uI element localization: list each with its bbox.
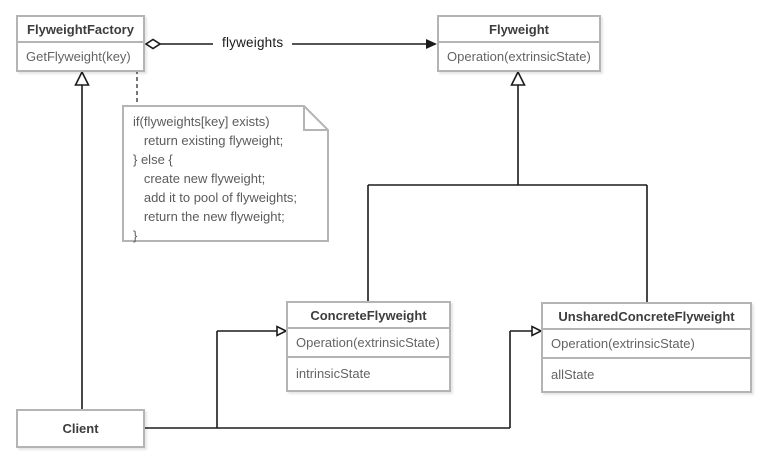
client-flyweights-lines bbox=[145, 330, 532, 429]
class-attribute: intrinsicState bbox=[288, 356, 449, 390]
class-attribute: allState bbox=[543, 357, 750, 391]
note-line: create new flyweight; bbox=[133, 171, 266, 186]
class-name: ConcreteFlyweight bbox=[288, 303, 449, 329]
open-diamond-icon bbox=[144, 38, 162, 50]
inheritance-lines bbox=[367, 85, 648, 302]
note-line: return existing flyweight; bbox=[133, 133, 284, 148]
open-arrowhead-icon bbox=[531, 325, 543, 337]
code-note: if(flyweights[key] exists) return existi… bbox=[122, 105, 329, 245]
class-name: Client bbox=[62, 421, 99, 436]
class-client: Client bbox=[16, 409, 145, 448]
class-operation: GetFlyweight(key) bbox=[26, 49, 131, 64]
class-operation: Operation(extrinsicState) bbox=[447, 49, 591, 64]
class-name: UnsharedConcreteFlyweight bbox=[543, 304, 750, 330]
filled-arrowhead-icon bbox=[426, 39, 437, 49]
class-name: Flyweight bbox=[439, 17, 599, 43]
class-unshared-concrete-flyweight: UnsharedConcreteFlyweight Operation(extr… bbox=[541, 302, 752, 393]
note-line: add it to pool of flyweights; bbox=[133, 190, 298, 205]
class-concrete-flyweight: ConcreteFlyweight Operation(extrinsicSta… bbox=[286, 301, 451, 392]
note-line: } bbox=[133, 228, 138, 243]
class-flyweight: Flyweight Operation(extrinsicState) bbox=[437, 15, 601, 72]
class-operation: Operation(extrinsicState) bbox=[551, 336, 695, 351]
open-triangle-icon bbox=[74, 70, 90, 86]
class-flyweight-factory: FlyweightFactory GetFlyweight(key) bbox=[16, 15, 145, 72]
aggregation-label: flyweights bbox=[213, 35, 293, 50]
inheritance-edge bbox=[367, 70, 648, 302]
class-name: FlyweightFactory bbox=[18, 17, 143, 43]
open-triangle-icon bbox=[510, 70, 526, 86]
note-text: if(flyweights[key] exists) return existi… bbox=[133, 112, 321, 245]
open-arrowhead-icon bbox=[276, 325, 288, 337]
client-to-factory-edge bbox=[74, 70, 90, 409]
aggregation-edge-flyweights bbox=[144, 38, 437, 50]
note-line: if(flyweights[key] exists) bbox=[133, 114, 270, 129]
note-shape-icon bbox=[122, 105, 329, 242]
note-line: return the new flyweight; bbox=[133, 209, 285, 224]
note-line: } else { bbox=[133, 152, 173, 167]
class-operation: Operation(extrinsicState) bbox=[296, 335, 440, 350]
client-to-flyweights-edge bbox=[145, 325, 543, 429]
